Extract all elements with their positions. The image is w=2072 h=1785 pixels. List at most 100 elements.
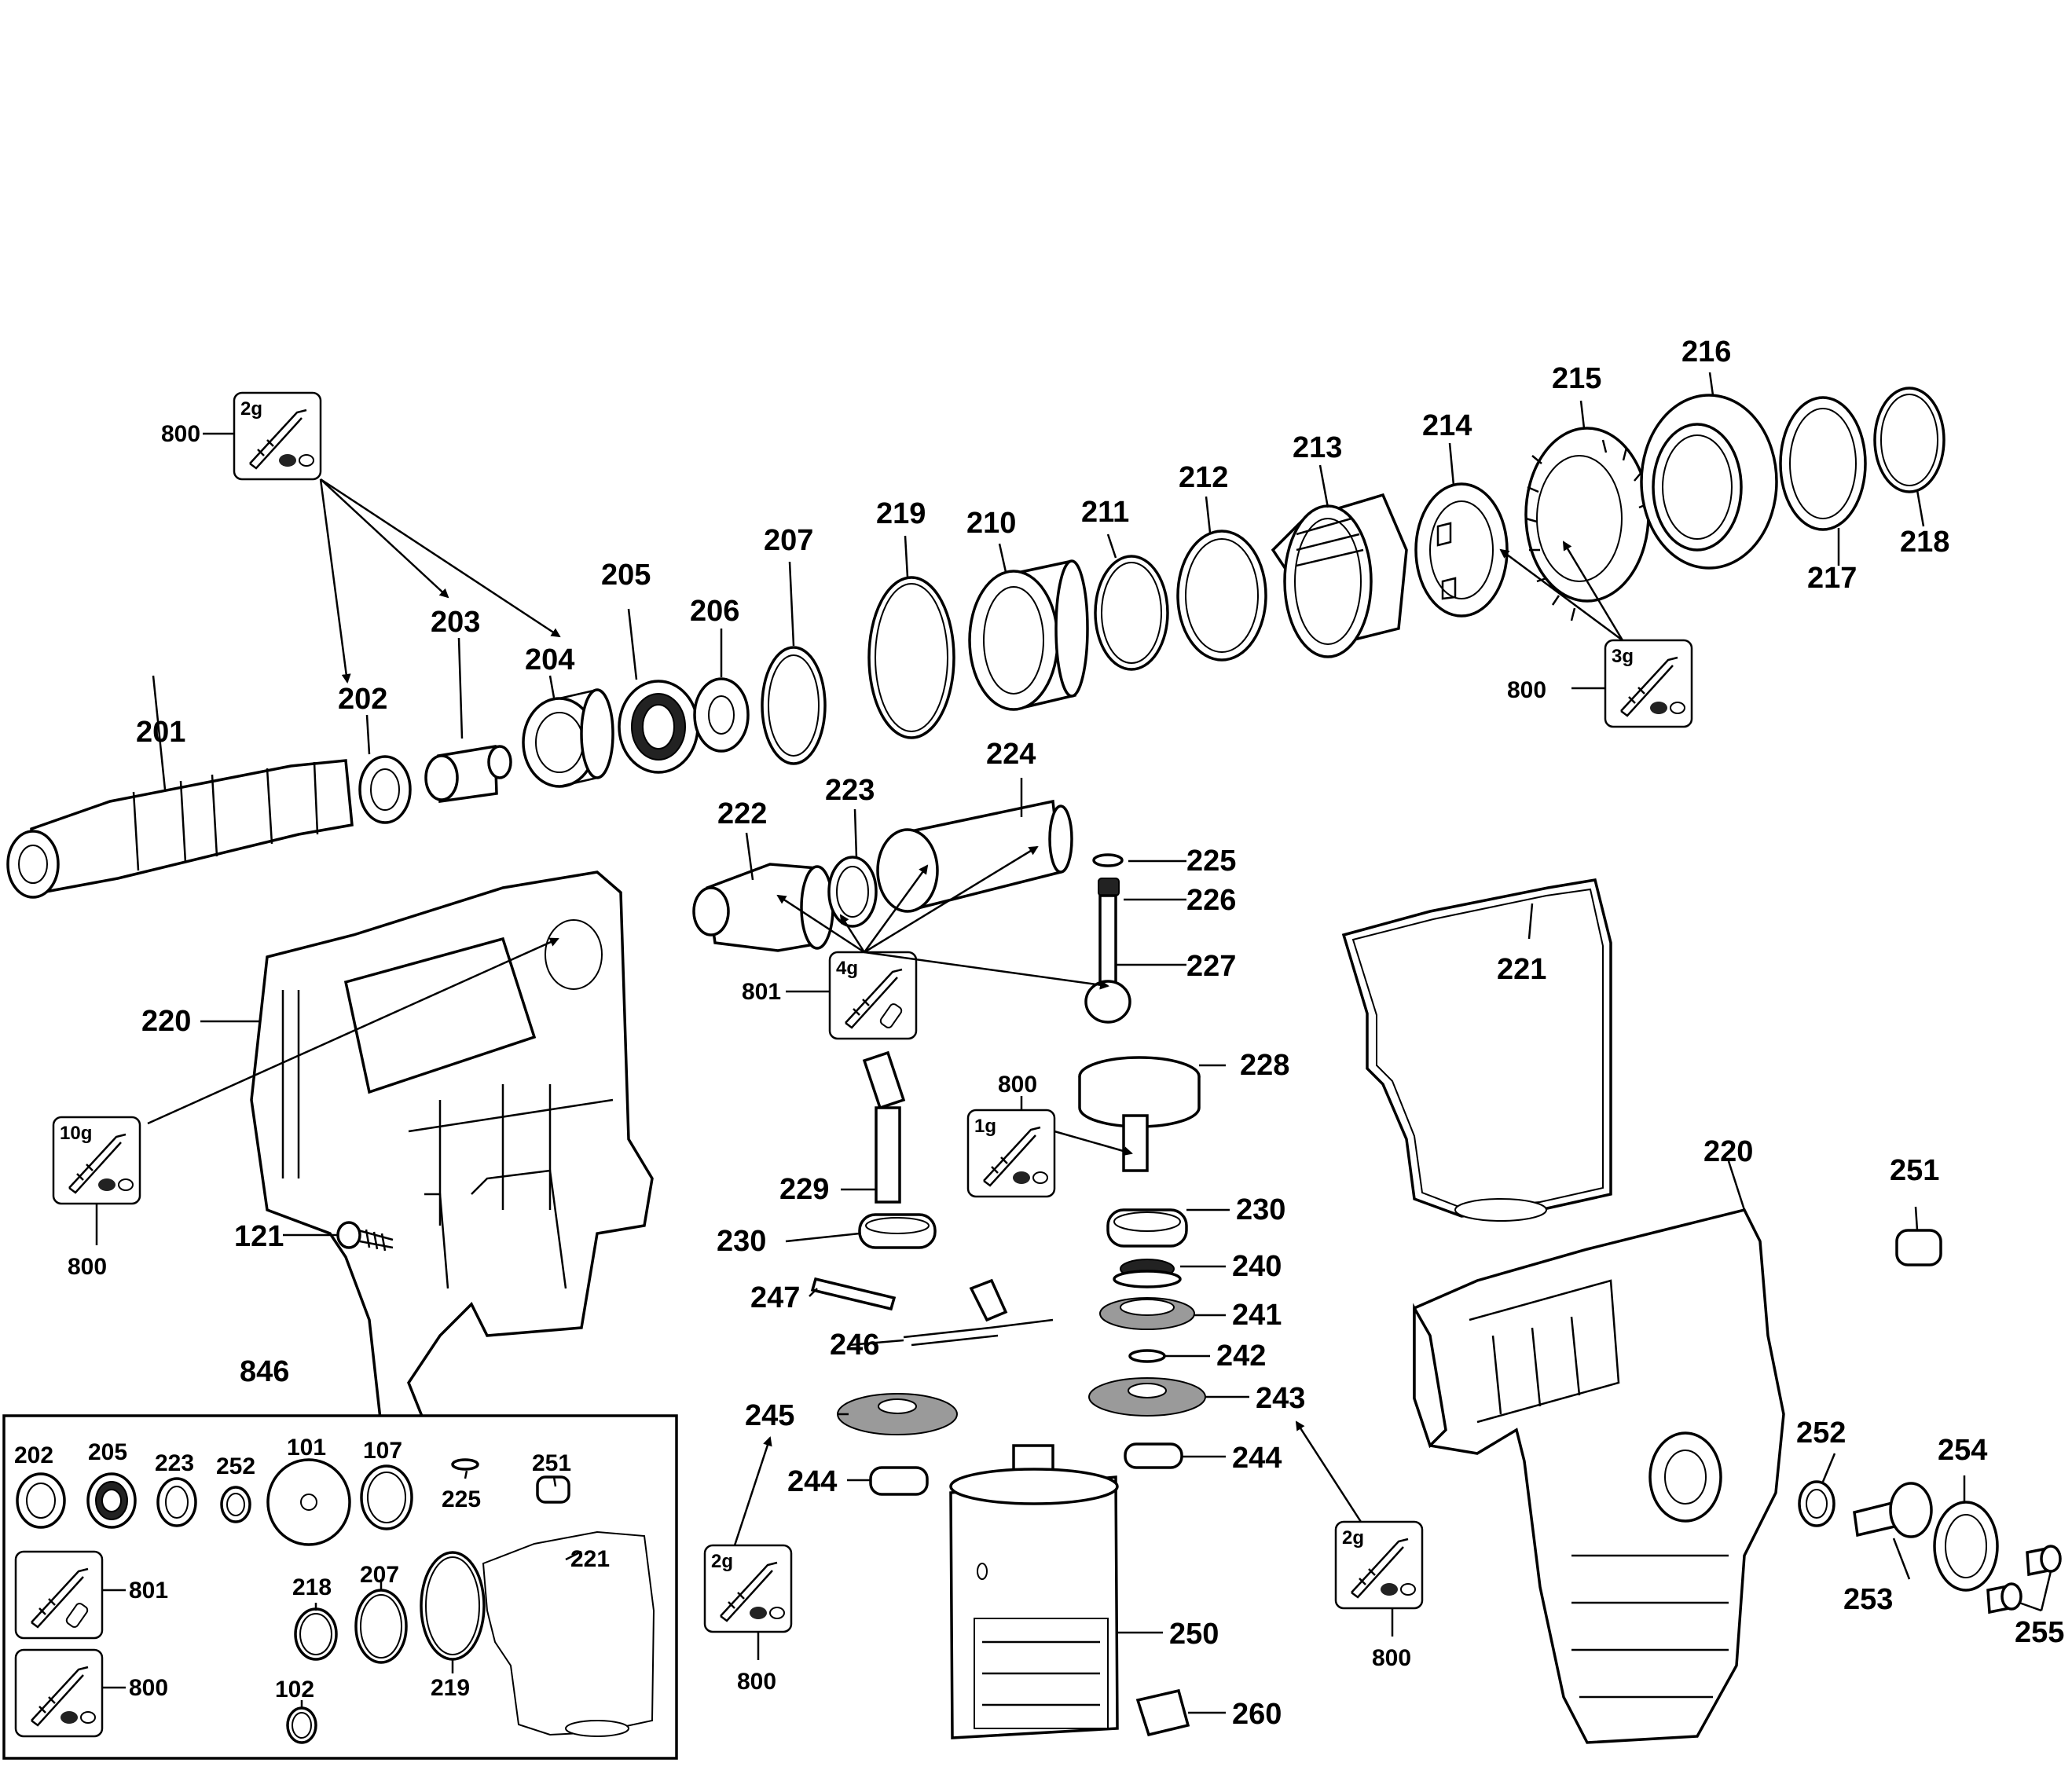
part-220-gear-housing-right xyxy=(1413,1208,1785,1744)
label-223: 223 xyxy=(825,774,875,807)
part-254-washer xyxy=(1933,1501,1999,1592)
label-217: 217 xyxy=(1807,562,1857,595)
label-202: 202 xyxy=(338,683,387,716)
label-246: 246 xyxy=(830,1329,879,1362)
label-224: 224 xyxy=(986,738,1036,771)
kit-label-801: 801 xyxy=(129,1578,168,1604)
label-207: 207 xyxy=(764,524,813,557)
grease-icon-3g: 3g xyxy=(1604,639,1693,728)
kit-label-107: 107 xyxy=(363,1438,402,1464)
kit-label-800: 800 xyxy=(129,1675,168,1701)
kit-label-218: 218 xyxy=(292,1574,332,1600)
label-247: 247 xyxy=(750,1281,800,1314)
svg-text:2g: 2g xyxy=(711,1551,733,1572)
label-245: 245 xyxy=(745,1399,794,1432)
kit-icon-801 xyxy=(14,1550,104,1640)
kit-label-202: 202 xyxy=(14,1442,53,1468)
part-230-bearing-right xyxy=(1106,1208,1188,1248)
label-219: 219 xyxy=(876,497,926,530)
label-250: 250 xyxy=(1169,1618,1219,1651)
part-226-spring xyxy=(1098,878,1120,896)
part-230-bearing-left xyxy=(858,1213,937,1249)
label-230: 230 xyxy=(717,1225,766,1258)
label-121: 121 xyxy=(234,1220,284,1253)
part-246-lever xyxy=(903,1278,1054,1347)
kit-part-207 xyxy=(354,1589,408,1664)
grease-icon-10g: 10g xyxy=(52,1116,141,1205)
label-243: 243 xyxy=(1256,1382,1305,1415)
part-201-spindle xyxy=(6,759,354,899)
part-205-seal xyxy=(618,680,699,774)
kit-part-219 xyxy=(420,1551,486,1661)
part-220-gear-housing-left xyxy=(250,871,654,1472)
kit-part-221 xyxy=(482,1530,655,1737)
label-205: 205 xyxy=(601,559,651,592)
kit-part-225 xyxy=(451,1458,479,1471)
kit-part-251 xyxy=(536,1475,570,1504)
leader-lines xyxy=(95,372,2052,1714)
kit-label-225: 225 xyxy=(442,1486,481,1512)
label-216: 216 xyxy=(1681,335,1731,368)
kit-part-107 xyxy=(360,1464,413,1530)
kit-label-252: 252 xyxy=(216,1453,255,1479)
label-254: 254 xyxy=(1938,1434,1987,1467)
kit-label-205: 205 xyxy=(88,1439,127,1465)
part-243-gear xyxy=(1088,1377,1206,1417)
label-215: 215 xyxy=(1552,362,1601,395)
kit-label-223: 223 xyxy=(155,1450,194,1476)
label-800: 800 xyxy=(998,1072,1037,1098)
part-225-washer xyxy=(1092,853,1124,867)
label-204: 204 xyxy=(525,643,574,676)
label-218: 218 xyxy=(1900,526,1949,559)
label-244: 244 xyxy=(787,1465,837,1498)
part-222-ram xyxy=(692,863,834,952)
part-215-bevel-gear xyxy=(1524,427,1651,621)
kit-part-252 xyxy=(220,1486,251,1523)
part-207-ring xyxy=(761,646,827,765)
kit-part-101 xyxy=(266,1458,351,1546)
kit-label-101: 101 xyxy=(287,1435,326,1461)
part-219-o-ring xyxy=(867,576,955,739)
part-217-ring xyxy=(1779,396,1867,531)
label-210: 210 xyxy=(966,507,1016,540)
part-213-spring-clutch xyxy=(1271,493,1408,658)
part-244-bearing-left xyxy=(869,1466,929,1496)
part-211-ring xyxy=(1094,555,1169,671)
svg-text:2g: 2g xyxy=(240,398,262,420)
label-227: 227 xyxy=(1186,950,1236,983)
label-201: 201 xyxy=(136,716,185,749)
kit-label-102: 102 xyxy=(275,1677,314,1703)
grease-icon-2g-bottom-left: 2g xyxy=(703,1544,793,1633)
label-230: 230 xyxy=(1236,1193,1285,1226)
grease-icon-2g-top: 2g xyxy=(233,391,322,481)
part-242-ring xyxy=(1128,1349,1166,1363)
part-210-needle-bearing xyxy=(968,559,1089,711)
part-204-sleeve xyxy=(522,688,614,788)
svg-text:3g: 3g xyxy=(1612,646,1634,667)
label-221: 221 xyxy=(1497,953,1546,986)
label-229: 229 xyxy=(779,1173,829,1206)
kit-part-218 xyxy=(294,1607,338,1661)
part-224-piston xyxy=(876,799,1073,913)
part-221-gasket xyxy=(1341,878,1612,1222)
label-220: 220 xyxy=(141,1005,191,1038)
svg-text:4g: 4g xyxy=(836,958,858,979)
part-240-spring xyxy=(1113,1259,1182,1288)
svg-text:2g: 2g xyxy=(1342,1527,1364,1549)
kit-label-221: 221 xyxy=(570,1546,610,1572)
label-255: 255 xyxy=(2015,1616,2064,1649)
part-229-pinion-shaft xyxy=(862,1050,906,1204)
part-260-brush xyxy=(1135,1688,1190,1737)
label-206: 206 xyxy=(690,595,739,628)
part-223-o-ring xyxy=(827,856,878,928)
part-241-clutch xyxy=(1099,1297,1195,1330)
label-220: 220 xyxy=(1703,1135,1753,1168)
label-203: 203 xyxy=(431,606,480,639)
part-250-motor xyxy=(949,1444,1119,1739)
part-228-wobble-plate xyxy=(1078,1056,1201,1172)
part-214-clutch-ring xyxy=(1414,482,1509,618)
label-801: 801 xyxy=(742,979,781,1005)
kit-part-202 xyxy=(16,1472,66,1529)
label-252: 252 xyxy=(1796,1417,1846,1450)
